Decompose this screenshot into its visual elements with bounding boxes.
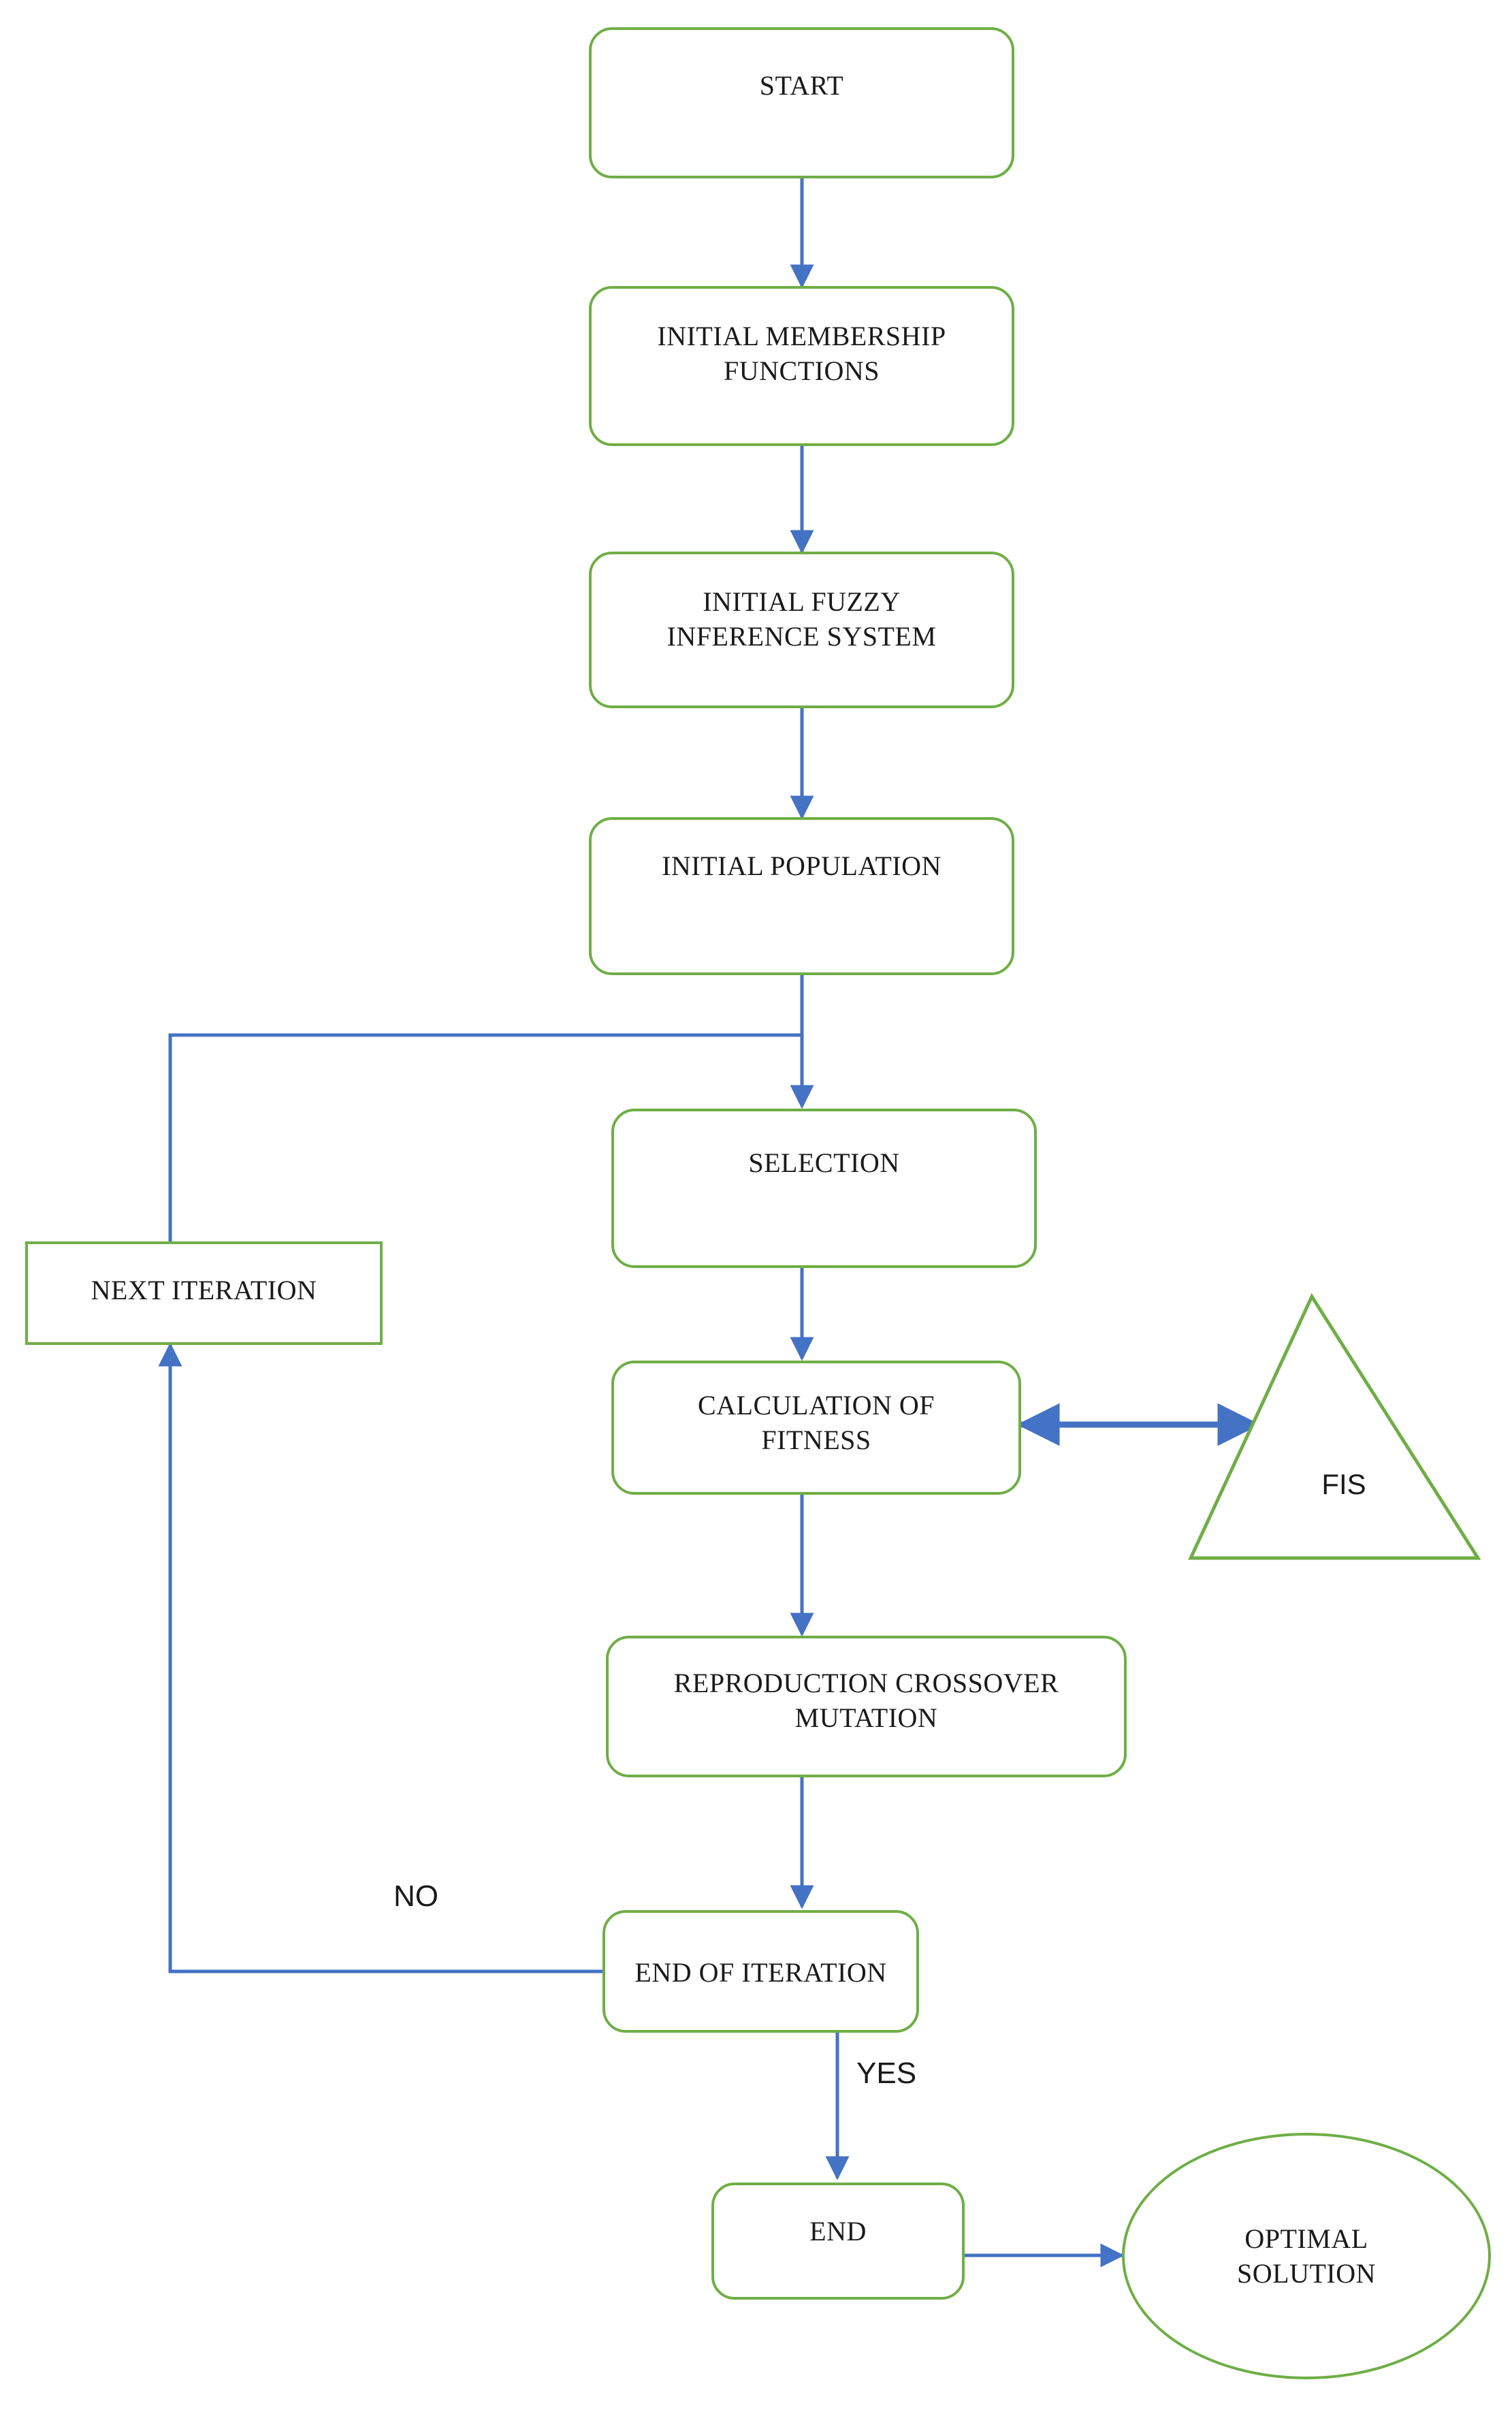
edge-label-yes: YES — [856, 2057, 917, 2090]
node-initial-population[interactable]: INITIAL POPULATION — [589, 817, 1014, 975]
node-fis[interactable]: FIS — [1188, 1292, 1481, 1562]
node-selection[interactable]: SELECTION — [611, 1109, 1037, 1268]
edge-label-no: NO — [393, 1879, 438, 1913]
node-end-of-iteration[interactable]: END OF ITERATION — [602, 1910, 919, 2033]
node-next-iteration[interactable]: NEXT ITERATION — [25, 1241, 383, 1345]
node-next-iteration-label: NEXT ITERATION — [91, 1275, 317, 1305]
connector-next-iteration-to-selection — [168, 1033, 802, 1241]
node-fis-label: FIS — [1321, 1468, 1366, 1500]
node-end[interactable]: END — [711, 2183, 965, 2300]
node-end-label: END — [809, 2216, 867, 2247]
triangle-icon — [1188, 1292, 1481, 1560]
node-start-label: START — [759, 70, 844, 101]
node-initial-population-label: INITIAL POPULATION — [662, 851, 942, 881]
node-end-of-iteration-label: END OF ITERATION — [634, 1957, 887, 1988]
node-start[interactable]: START — [589, 27, 1014, 178]
connector-end-of-iteration-to-next-iteration — [158, 1342, 602, 1973]
node-selection-label: SELECTION — [748, 1147, 900, 1178]
